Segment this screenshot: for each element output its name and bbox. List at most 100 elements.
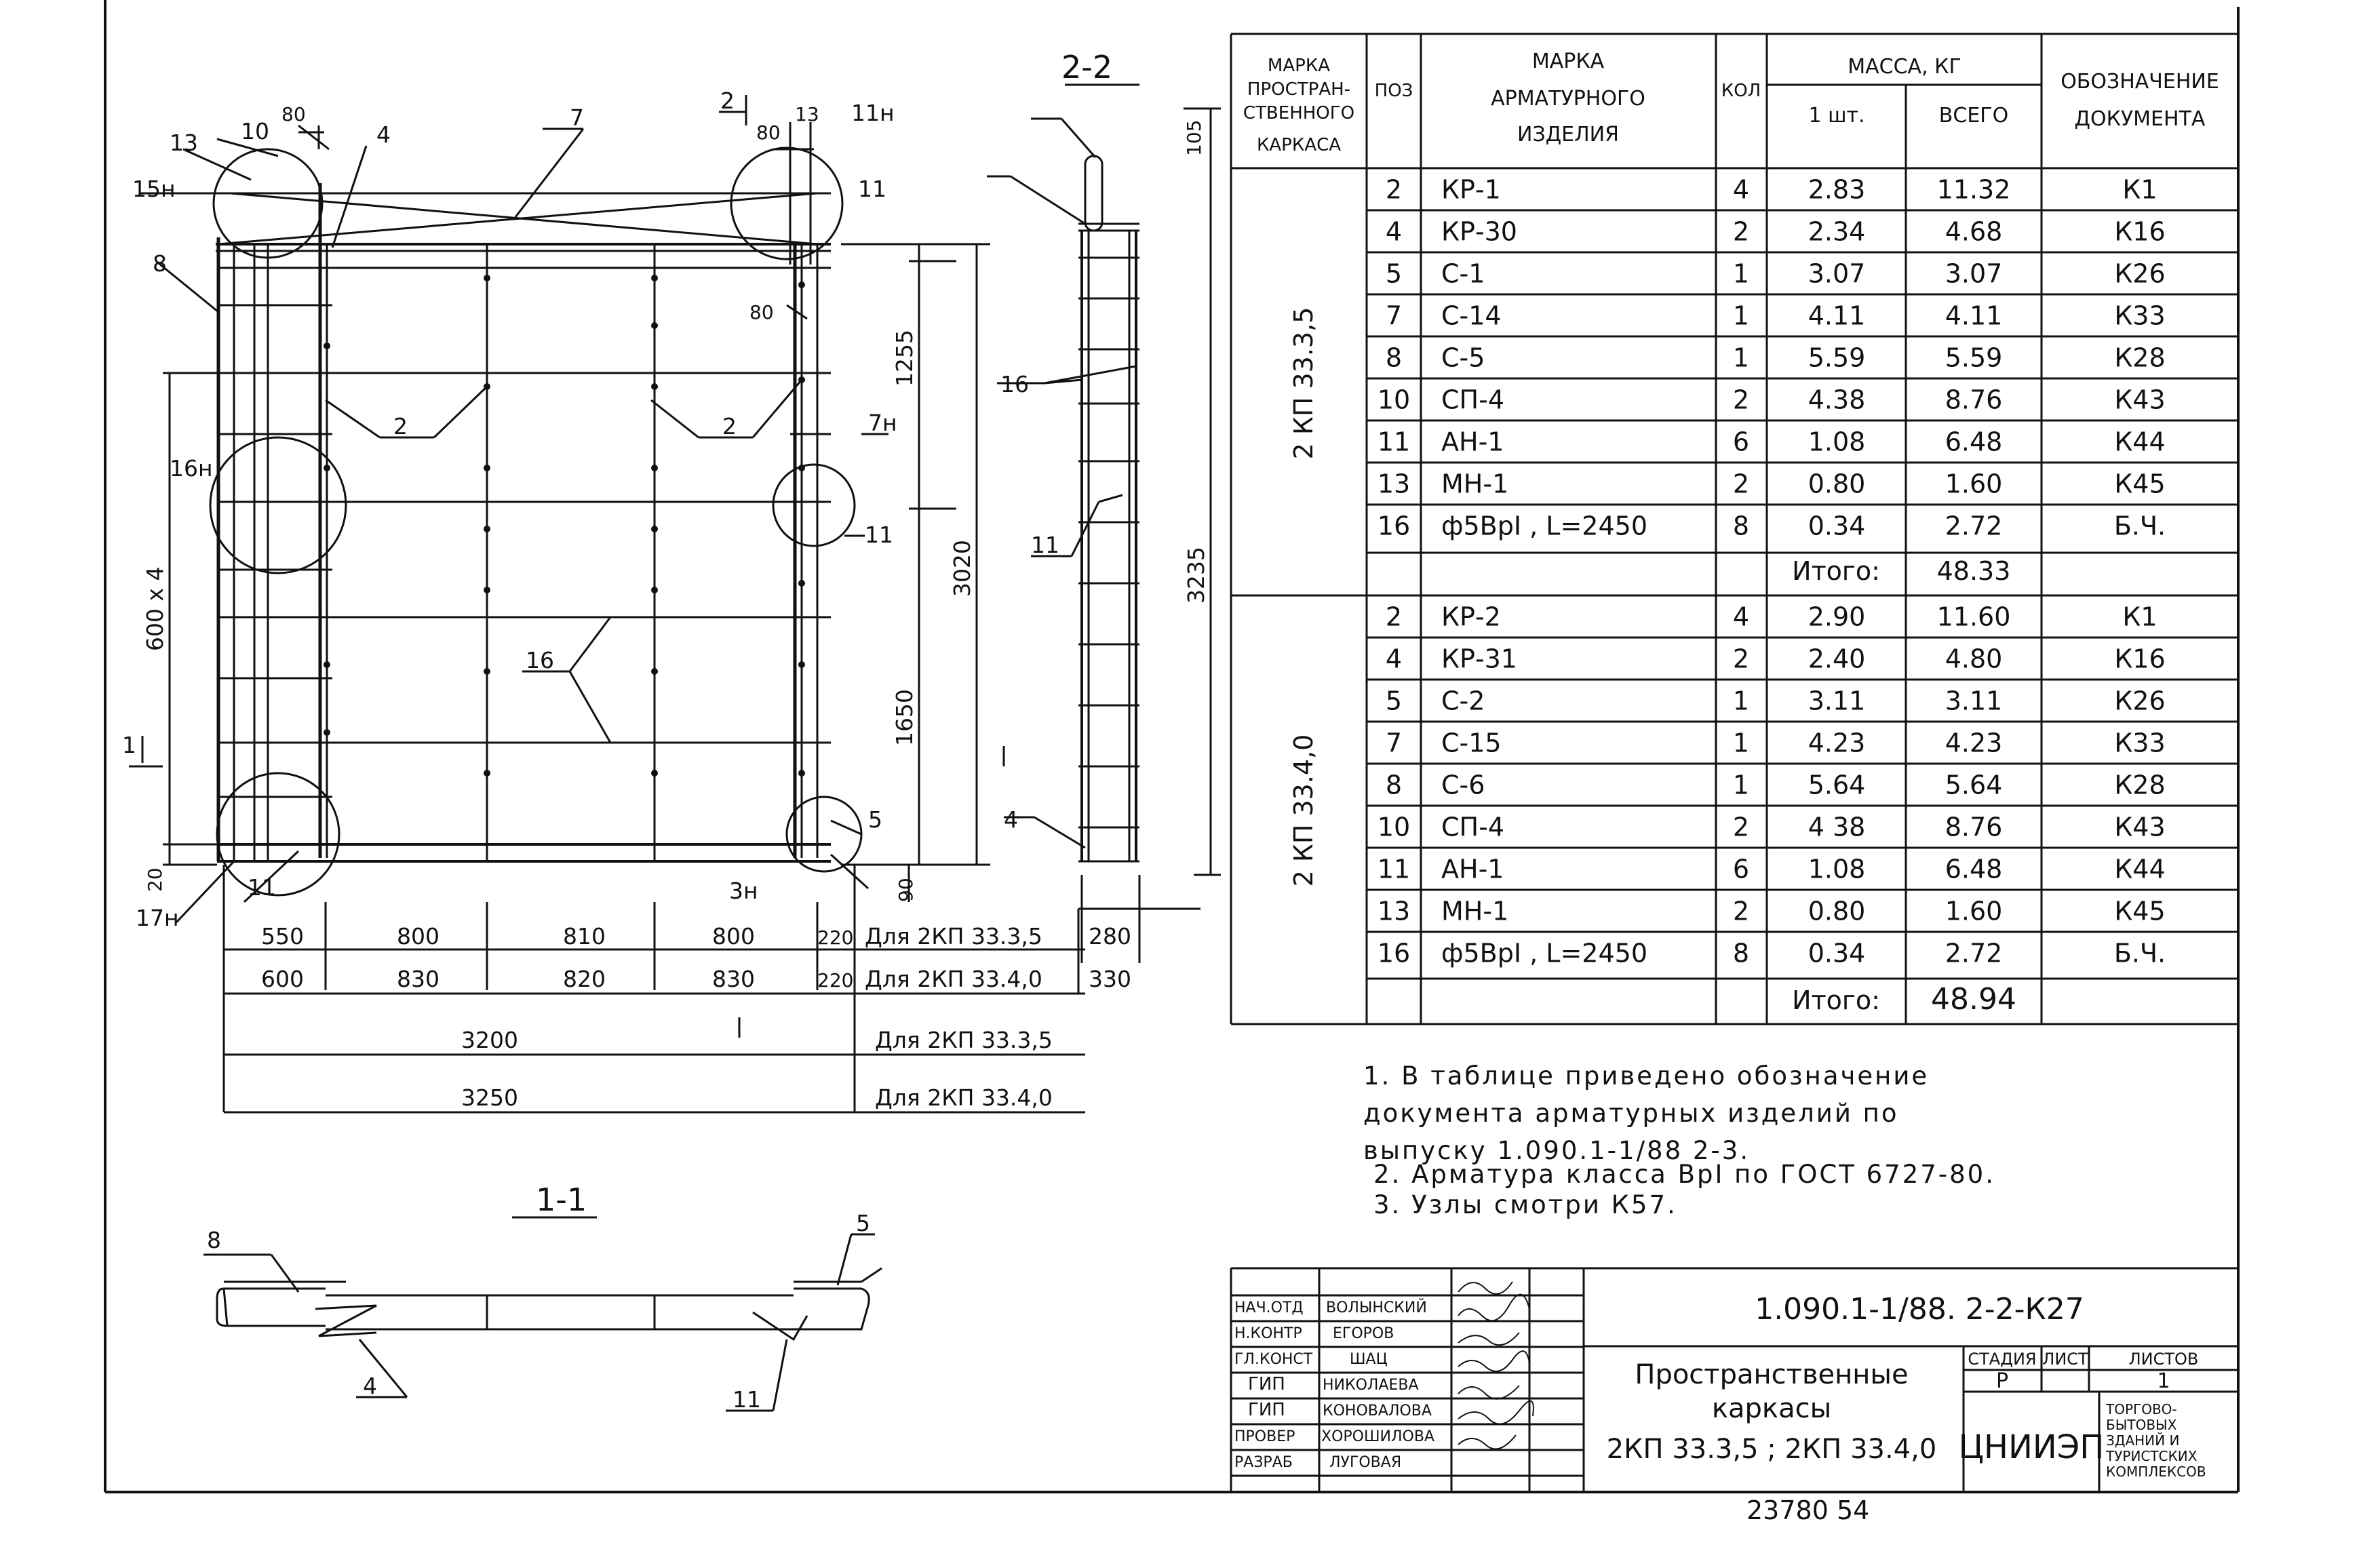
table-cell: 5: [1386, 259, 1402, 289]
table-cell: 5: [1386, 686, 1402, 716]
table-cell: К1: [2122, 175, 2157, 205]
table-cell: 8: [1733, 511, 1749, 541]
table-cell: 0.80: [1808, 469, 1866, 499]
section-2-2-title: 2-2: [1061, 49, 1112, 85]
table-cell: 10: [1378, 385, 1410, 415]
table-cell: 5.64: [1945, 770, 2003, 800]
stage-header: СТАДИЯ: [1968, 1350, 2036, 1369]
table-cell: С-5: [1441, 343, 1485, 373]
callout: 105: [1183, 120, 1205, 156]
table-cell: 3.11: [1808, 686, 1866, 716]
note-line: выпуску 1.090.1-1/88 2-3.: [1363, 1136, 1751, 1165]
table-cell: 16: [1378, 939, 1410, 968]
table-cell: К16: [2114, 217, 2165, 247]
table-cell: 5.59: [1808, 343, 1866, 373]
role: Н.КОНТР: [1234, 1325, 1302, 1342]
role: ПРОВЕР: [1234, 1428, 1295, 1445]
table-cell: 8: [1386, 343, 1402, 373]
table-cell: 4.11: [1945, 301, 2003, 331]
role: ГЛ.КОНСТ: [1234, 1351, 1313, 1368]
callout: 4: [363, 1373, 377, 1399]
table-cell: 2.40: [1808, 644, 1866, 674]
table-cell: КР-31: [1441, 644, 1517, 674]
dim: 330: [1089, 966, 1131, 992]
table-cell: К16: [2114, 644, 2165, 674]
table-cell: 2: [1386, 175, 1402, 205]
th-mass: МАССА, КГ: [1848, 55, 1961, 79]
dim: 830: [397, 966, 440, 992]
sheets-value: 1: [2157, 1369, 2170, 1393]
table-cell: 8.76: [1945, 812, 2003, 842]
table-cell: 11: [1378, 855, 1410, 884]
callout: 80: [281, 103, 306, 125]
section-1-1: [203, 1216, 882, 1412]
org-sub: БЫТОВЫХ: [2106, 1417, 2177, 1433]
th-mass-one: 1 шт.: [1808, 104, 1864, 128]
table-cell: К44: [2114, 855, 2165, 884]
th-item-mark: ИЗДЕЛИЯ: [1517, 123, 1619, 146]
name: ХОРОШИЛОВА: [1321, 1428, 1434, 1445]
table-cell: 4.23: [1945, 728, 2003, 758]
th-doc: ОБОЗНАЧЕНИЕ: [2061, 70, 2219, 94]
dim: 3200: [461, 1027, 518, 1053]
table-cell: 2.83: [1808, 175, 1866, 205]
table-cell: К45: [2114, 469, 2165, 499]
table-cell: 5.59: [1945, 343, 2003, 373]
callout: 17н: [136, 905, 179, 931]
callout: 1255: [891, 330, 918, 387]
org-sub: ТОРГОВО-: [2105, 1401, 2177, 1417]
table-cell: 2.72: [1945, 511, 2003, 541]
th-item-mark: МАРКА: [1532, 50, 1605, 73]
callout: 16: [1000, 371, 1029, 397]
table-cell: К26: [2114, 686, 2165, 716]
table-cell: 6: [1733, 427, 1749, 457]
table-cell: 6.48: [1945, 855, 2003, 884]
drawing-callouts: 13 10 80 4 7 2 13 80 11н 11 15н 8 80 2 2…: [122, 49, 1209, 1413]
table-cell: АН-1: [1441, 427, 1504, 457]
th-mass-total: ВСЕГО: [1939, 104, 2008, 128]
dim: 830: [712, 966, 755, 992]
name: ВОЛЫНСКИЙ: [1326, 1299, 1427, 1316]
table-cell: 11: [1378, 427, 1410, 457]
section-2-2: [987, 83, 1141, 963]
doc-code: 1.090.1-1/88. 2-2-К27: [1755, 1292, 2084, 1327]
role: ГИП: [1248, 1400, 1285, 1420]
callout: 4: [376, 121, 391, 148]
table-cell: С-14: [1441, 301, 1502, 331]
table-cell: С-1: [1441, 259, 1485, 289]
title-block-grid: [1230, 1267, 2238, 1492]
total-value: 48.33: [1937, 556, 2011, 586]
callout: 8: [153, 250, 167, 277]
table-cell: 1.60: [1945, 469, 2003, 499]
th-frame-mark: ПРОСТРАН-: [1247, 79, 1350, 100]
th-pos: ПОЗ: [1375, 81, 1413, 101]
table-cell: 1: [1733, 728, 1749, 758]
dim-label: Для 2КП 33.3,5: [875, 1027, 1053, 1053]
table-cell: К1: [2122, 602, 2157, 632]
table-cell: 4: [1733, 602, 1749, 632]
callout: 11: [858, 176, 886, 202]
table-cell: 2.72: [1945, 939, 2003, 968]
table-cell: 0.34: [1808, 511, 1866, 541]
th-frame-mark: КАРКАСА: [1257, 135, 1341, 155]
table-cell: 2: [1733, 469, 1749, 499]
total-label: Итого:: [1792, 985, 1880, 1015]
dim-label: Для 2КП 33.4,0: [875, 1084, 1053, 1111]
table-cell: 11.32: [1937, 175, 2011, 205]
dim: 800: [397, 923, 440, 949]
table-cell: 7: [1386, 728, 1402, 758]
table-cell: 3.07: [1945, 259, 2003, 289]
org-name: ЦНИИЭП: [1959, 1428, 2105, 1466]
callout: 2: [722, 413, 737, 439]
table-cell: АН-1: [1441, 855, 1504, 884]
callout: 10: [241, 118, 269, 144]
table-cell: 1: [1733, 686, 1749, 716]
table-cell: К28: [2114, 343, 2165, 373]
table-cell: 1: [1733, 301, 1749, 331]
table-cell: Б.Ч.: [2114, 511, 2166, 541]
table-cell: 4: [1386, 217, 1402, 247]
callout: 16: [526, 647, 554, 673]
title-block: НАЧ.ОТД Н.КОНТР ГЛ.КОНСТ ГИП ГИП ПРОВЕР …: [1234, 1292, 2206, 1525]
